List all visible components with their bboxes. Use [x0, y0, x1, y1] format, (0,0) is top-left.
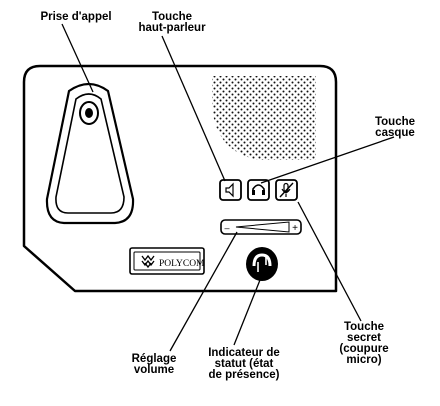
- callout-prise-line-1: Prise d'appel: [40, 11, 112, 23]
- callout-casque-line-1: Touche: [374, 116, 416, 128]
- polycom-logo-icon: [141, 254, 155, 269]
- brand-badge: POLYCOM: [129, 247, 205, 275]
- mute-key[interactable]: [275, 179, 298, 201]
- headset-key[interactable]: [247, 179, 270, 201]
- mute-icon: [279, 182, 294, 198]
- callout-secret: Touche secret (coupure micro): [328, 321, 400, 366]
- headset-icon: [252, 184, 265, 195]
- status-indicator: [246, 247, 278, 281]
- callout-volume-line-2: volume: [133, 364, 175, 376]
- callout-statut: Indicateur de statut (état de présence): [192, 347, 296, 381]
- callout-secret-line-4: micro): [346, 354, 382, 366]
- callout-prise-appel: Prise d'appel: [24, 11, 128, 23]
- callout-casque-line-2: casque: [375, 127, 415, 139]
- callout-volume: Réglage volume: [118, 353, 190, 376]
- callout-haut-parleur: Touche haut-parleur: [122, 11, 222, 34]
- callout-casque: Touche casque: [363, 116, 427, 139]
- leader-lines: [61, 23, 395, 352]
- callout-statut-line-3: de présence): [208, 369, 280, 381]
- callout-secret-line-1: Touche: [343, 321, 385, 333]
- callout-statut-line-1: Indicateur de: [208, 347, 280, 359]
- callout-volume-line-1: Réglage: [131, 353, 177, 365]
- callout-statut-line-2: statut (état: [214, 358, 274, 370]
- callout-secret-line-2: secret: [347, 332, 381, 344]
- brand-name: POLYCOM: [159, 259, 205, 269]
- callout-secret-line-3: (coupure: [339, 343, 389, 355]
- callout-hp-line-2: haut-parleur: [138, 22, 206, 34]
- volume-plus-label: +: [292, 223, 298, 234]
- speaker-icon: [225, 182, 234, 198]
- volume-slider[interactable]: – +: [220, 219, 302, 235]
- speaker-key[interactable]: [219, 179, 242, 201]
- volume-minus-label: –: [224, 223, 229, 233]
- speaker-grille: [212, 76, 316, 160]
- callout-hp-line-1: Touche: [151, 11, 193, 23]
- handset-cradle[interactable]: [45, 82, 135, 225]
